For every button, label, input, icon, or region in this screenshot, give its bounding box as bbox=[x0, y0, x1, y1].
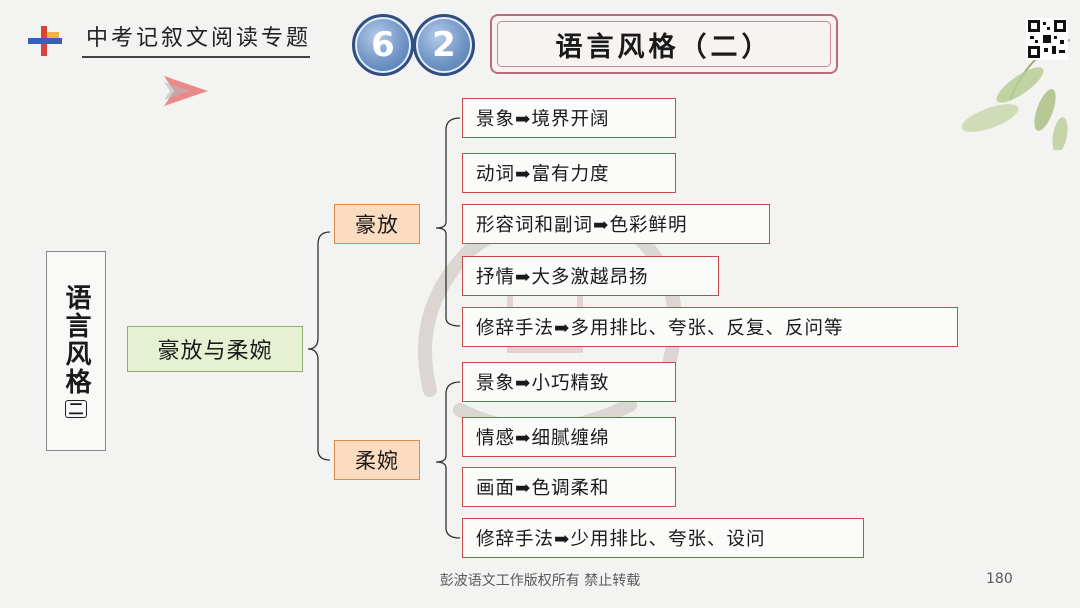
leaf-node: 修辞手法➡少用排比、夸张、设问 bbox=[462, 518, 864, 558]
series-title: 中考记叙文阅读专题 bbox=[86, 26, 312, 51]
leaf-node: 修辞手法➡多用排比、夸张、反复、反问等 bbox=[462, 307, 958, 347]
leaf-node: 抒情➡大多激越昂扬 bbox=[462, 256, 719, 296]
lesson-title: 语言风格（二） bbox=[555, 31, 773, 63]
logo-cross-icon bbox=[28, 26, 62, 56]
leaf-node: 动词➡富有力度 bbox=[462, 153, 676, 193]
leaf-node: 画面➡色调柔和 bbox=[462, 467, 676, 507]
category-node-rouwan: 柔婉 bbox=[334, 440, 420, 480]
qr-code-icon bbox=[1026, 18, 1068, 60]
footer-copyright: 彭波语文工作版权所有 禁止转载 bbox=[439, 573, 641, 589]
leaf-node: 情感➡细腻缠绵 bbox=[462, 417, 676, 457]
arrow-pointer-icon bbox=[164, 76, 208, 106]
category-node-haofang: 豪放 bbox=[334, 204, 420, 244]
root-node-label: 语言风格 bbox=[61, 284, 91, 396]
number-circle-1: 6 bbox=[352, 14, 414, 76]
root-node-sub: 二 bbox=[65, 400, 87, 418]
leaf-decoration-icon bbox=[961, 39, 1071, 150]
root-node: 语言风格 二 bbox=[46, 251, 106, 451]
number-circle-2: 2 bbox=[413, 14, 475, 76]
lesson-title-frame: 语言风格（二） bbox=[490, 14, 838, 74]
header-underline bbox=[82, 56, 310, 58]
leaf-node: 景象➡小巧精致 bbox=[462, 362, 676, 402]
page-number: 180 bbox=[986, 571, 1013, 587]
brace-main bbox=[307, 231, 331, 461]
leaf-node: 景象➡境界开阔 bbox=[462, 98, 676, 138]
main-node: 豪放与柔婉 bbox=[127, 326, 303, 372]
leaf-node: 形容词和副词➡色彩鲜明 bbox=[462, 204, 770, 244]
